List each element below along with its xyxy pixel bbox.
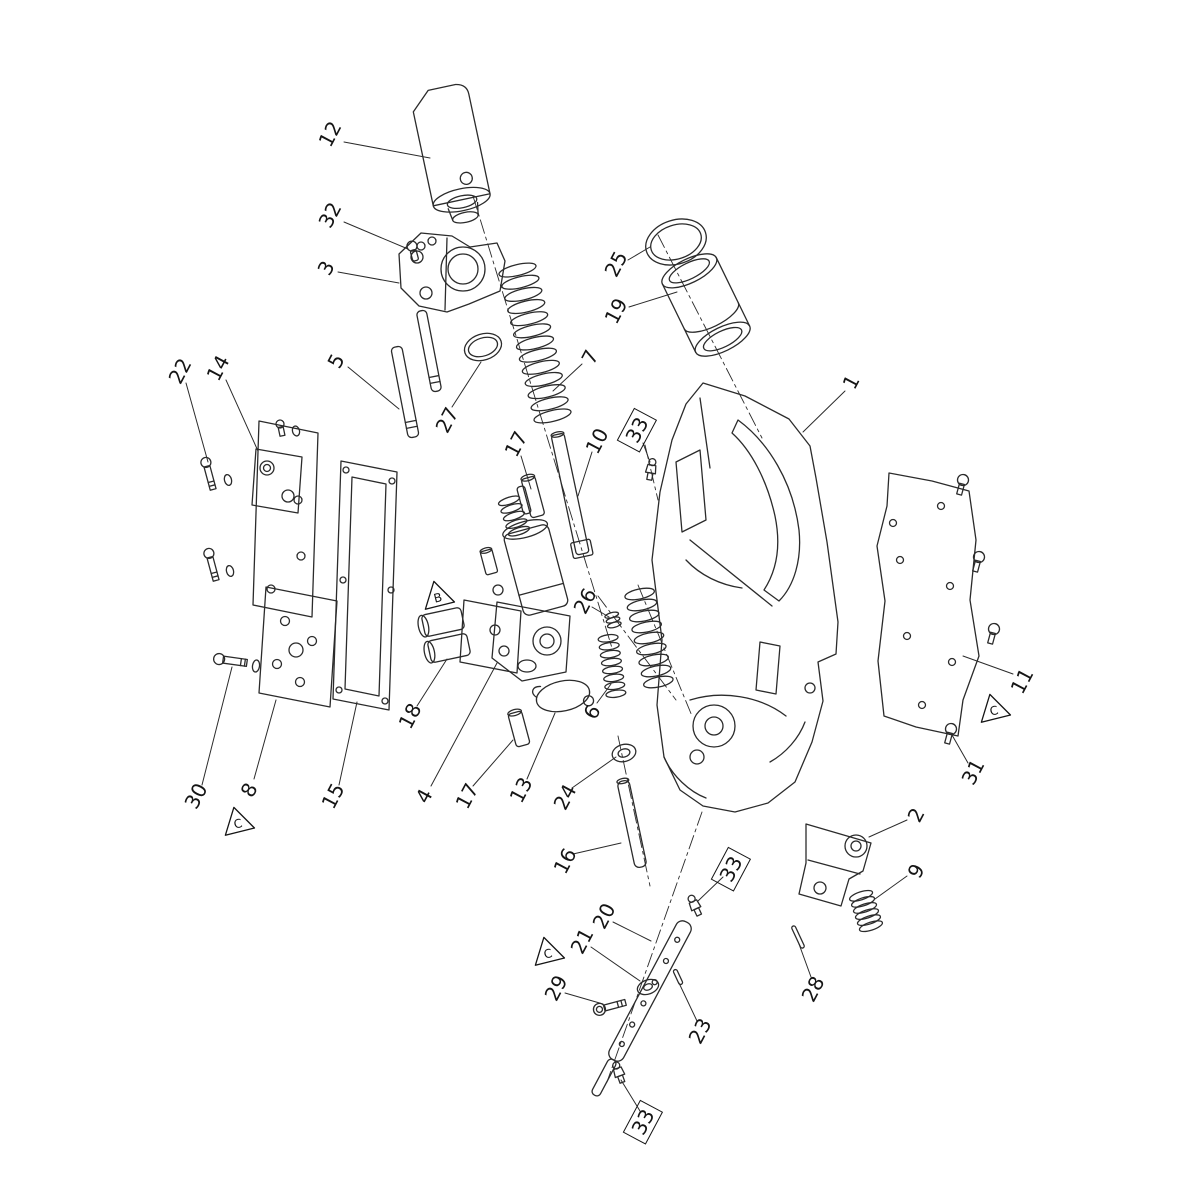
svg-text:C: C xyxy=(988,703,1000,719)
leader-lines xyxy=(185,141,1014,1112)
part-33-fitting-c xyxy=(612,1061,626,1084)
part-6-spring xyxy=(597,633,627,699)
view-marker-B-1: B xyxy=(417,575,457,612)
part-14-bracket xyxy=(251,448,303,514)
part-21-washer xyxy=(636,978,660,996)
part-24-plug xyxy=(611,743,637,763)
part-28-pin xyxy=(791,925,805,949)
hammer-spring xyxy=(624,587,674,689)
part-8-plate xyxy=(258,586,338,708)
plate-screw-a xyxy=(956,473,970,496)
svg-text:C: C xyxy=(542,946,554,962)
part-12-gas-cylinder xyxy=(412,83,491,224)
part-20-rod xyxy=(591,920,692,1097)
part-1-main-body xyxy=(651,382,839,813)
part-31-screw xyxy=(944,722,958,745)
part-22-screw-a xyxy=(200,456,217,491)
view-marker-C-3: C xyxy=(973,688,1013,725)
part-33-fitting-a xyxy=(644,457,657,481)
part-27-oring xyxy=(463,332,503,362)
plate-screw-b xyxy=(972,550,986,573)
part-5-pin-b xyxy=(416,309,442,393)
part-22-washer-a xyxy=(223,473,233,487)
part-11-cover-plate xyxy=(876,472,980,737)
part-30-washer xyxy=(251,659,261,673)
part-26-spring-small xyxy=(604,611,622,629)
part-18-valve-block xyxy=(417,599,522,674)
part-10-rod xyxy=(550,430,594,560)
part-15-gasket-frame xyxy=(332,460,398,711)
part-16-rod xyxy=(616,777,647,869)
view-marker-C-4: C xyxy=(527,931,567,968)
part-7-spring xyxy=(498,262,572,424)
part-19-bushing xyxy=(661,253,751,357)
plate-screw-c xyxy=(987,622,1001,645)
svg-text:C: C xyxy=(232,816,244,832)
cover-plate-upper xyxy=(252,419,319,618)
part-2-bracket xyxy=(798,823,872,907)
part-4-pump-assembly xyxy=(479,485,571,682)
part-13-wire-clip xyxy=(531,679,595,713)
part-5-pin-a xyxy=(390,345,420,439)
part-3-clamp-block xyxy=(398,232,506,313)
part-33-fitting-b xyxy=(687,894,703,917)
part-17-pin-lower xyxy=(507,708,531,748)
part-30-screw xyxy=(212,652,249,668)
part-25-retaining-ring xyxy=(645,218,707,266)
svg-text:B: B xyxy=(432,590,443,606)
view-marker-C-2: C xyxy=(217,801,257,838)
part-9-spring xyxy=(848,889,884,933)
part-23-pin xyxy=(672,968,684,986)
part-22-screw-b xyxy=(203,547,220,582)
part-22-washer-b xyxy=(225,564,235,578)
part-29-screw xyxy=(592,998,627,1017)
